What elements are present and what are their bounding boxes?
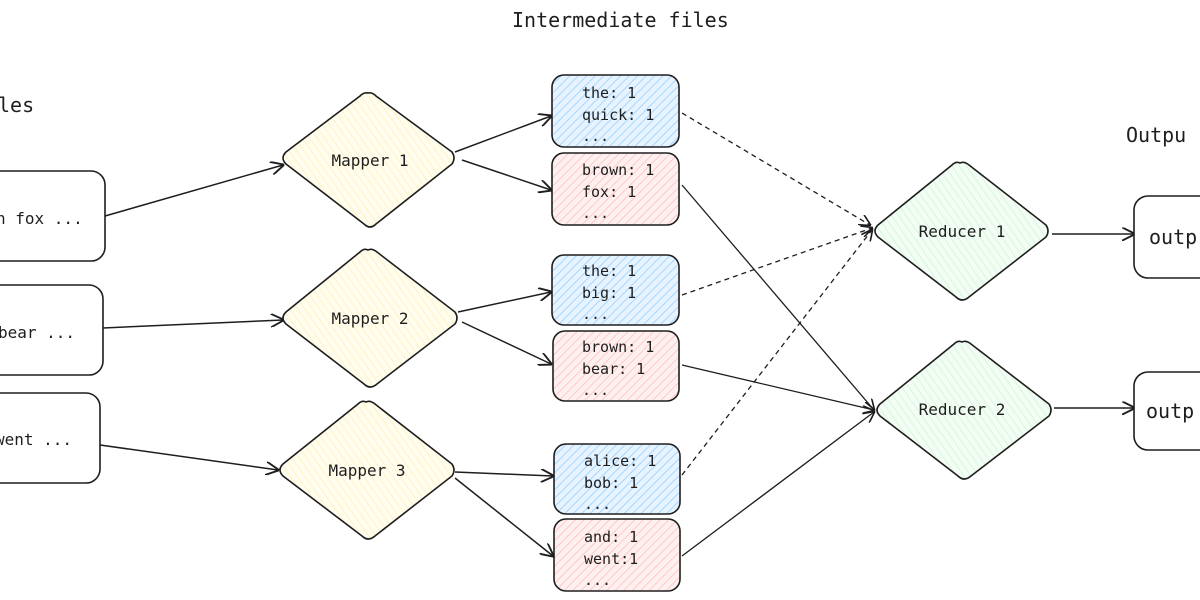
output-file-1: outp xyxy=(1133,195,1200,279)
intermediate-file-4-line-1: brown: 1 xyxy=(582,338,654,356)
arrow-input2-mapper2 xyxy=(102,320,283,329)
mapper-2: Mapper 2 xyxy=(282,248,458,388)
intermediate-file-1: the: 1 quick: 1 ... xyxy=(551,74,680,148)
intermediate-file-2-line-2: fox: 1 xyxy=(582,183,636,201)
arrow-blue2-r1 xyxy=(681,228,872,296)
arrow-m1-blue1 xyxy=(454,116,551,153)
mapper-to-intermediate-arrows xyxy=(454,116,553,556)
intermediate-to-reducer-arrows xyxy=(681,112,874,557)
input-file-1-text: n fox ... xyxy=(0,209,83,228)
arrow-m3-blue3 xyxy=(454,472,553,476)
intermediate-file-3: the: 1 big: 1 ... xyxy=(551,254,680,326)
output-file-1-text: outp xyxy=(1149,225,1197,249)
arrow-blue1-r1 xyxy=(681,112,870,225)
arrow-red2-r2 xyxy=(681,364,874,410)
intermediate-files-header: Intermediate files xyxy=(512,8,729,32)
intermediate-file-5-line-1: alice: 1 xyxy=(584,452,656,470)
output-files-header: Outpu xyxy=(1126,123,1186,147)
reducer-2-label: Reducer 2 xyxy=(919,400,1006,419)
intermediate-file-6-line-2: went:1 xyxy=(584,550,638,568)
input-file-1: n fox ... xyxy=(0,170,106,262)
intermediate-file-3-line-2: big: 1 xyxy=(582,284,636,302)
input-to-mapper-arrows xyxy=(99,165,283,470)
input-files-header: les xyxy=(0,93,34,117)
intermediate-file-1-line-3: ... xyxy=(582,127,609,145)
arrow-m3-red3 xyxy=(454,477,553,556)
intermediate-file-4-line-2: bear: 1 xyxy=(582,360,645,378)
arrow-input3-mapper3 xyxy=(99,444,278,470)
mapper-3: Mapper 3 xyxy=(279,400,455,540)
intermediate-file-1-line-1: the: 1 xyxy=(582,84,636,102)
mapper-1: Mapper 1 xyxy=(282,92,455,228)
input-file-3: went ... xyxy=(0,392,101,484)
intermediate-file-5-line-2: bob: 1 xyxy=(584,474,638,492)
intermediate-file-5: alice: 1 bob: 1 ... xyxy=(553,443,681,515)
input-file-2-text: bear ... xyxy=(0,323,75,342)
intermediate-file-3-line-3: ... xyxy=(582,305,609,323)
reducer-1: Reducer 1 xyxy=(874,161,1049,301)
arrow-red3-r2 xyxy=(681,412,874,557)
intermediate-file-1-line-2: quick: 1 xyxy=(582,106,654,124)
intermediate-file-6-line-1: and: 1 xyxy=(584,528,638,546)
output-file-2-text: outp xyxy=(1146,399,1194,423)
intermediate-file-2: brown: 1 fox: 1 ... xyxy=(551,152,680,226)
intermediate-file-2-line-3: ... xyxy=(582,204,609,222)
mapper-3-label: Mapper 3 xyxy=(328,461,405,480)
input-file-3-text: went ... xyxy=(0,430,72,449)
intermediate-file-5-line-3: ... xyxy=(584,495,611,513)
arrow-m2-red2 xyxy=(461,321,551,364)
intermediate-file-2-line-1: brown: 1 xyxy=(582,161,654,179)
mapper-1-label: Mapper 1 xyxy=(331,151,408,170)
reducer-to-output-arrows xyxy=(1052,234,1134,408)
mapper-2-label: Mapper 2 xyxy=(331,309,408,328)
arrow-m1-red1 xyxy=(461,159,551,190)
intermediate-file-4-line-3: ... xyxy=(582,381,609,399)
input-file-2: bear ... xyxy=(0,284,104,376)
intermediate-file-6-line-3: ... xyxy=(584,571,611,589)
arrow-red1-r2 xyxy=(681,184,874,410)
arrow-blue3-r1 xyxy=(681,230,872,476)
intermediate-file-6: and: 1 went:1 ... xyxy=(553,518,681,592)
arrow-input1-mapper1 xyxy=(104,165,283,217)
reducer-1-label: Reducer 1 xyxy=(919,222,1006,241)
intermediate-file-3-line-1: the: 1 xyxy=(582,262,636,280)
arrow-m2-blue2 xyxy=(457,292,551,313)
output-file-2: outp xyxy=(1133,371,1200,451)
intermediate-file-4: brown: 1 bear: 1 ... xyxy=(552,330,680,402)
reducer-2: Reducer 2 xyxy=(876,340,1052,480)
